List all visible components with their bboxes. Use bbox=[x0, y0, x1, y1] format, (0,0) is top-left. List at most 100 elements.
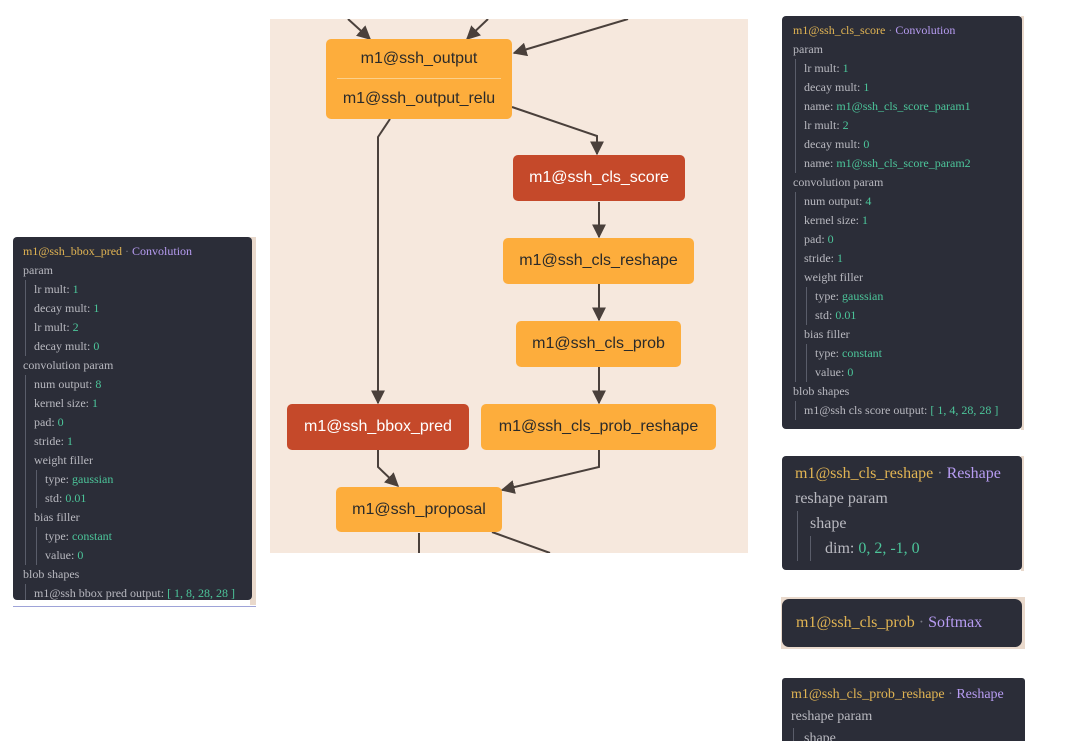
prop-label: type: bbox=[815, 346, 839, 360]
prop-value: m1@ssh_cls_score_param2 bbox=[836, 156, 971, 170]
node-ssh-cls-prob[interactable]: m1@ssh_cls_prob bbox=[516, 321, 681, 367]
layer-name: m1@ssh_cls_prob bbox=[796, 614, 915, 631]
panel-header: m1@ssh_cls_prob · Softmax bbox=[796, 610, 1022, 635]
panel-header: m1@ssh_cls_reshape · Reshape bbox=[795, 461, 1022, 486]
prop-lr-mult: lr mult: 2 bbox=[23, 318, 252, 337]
edge-in-3 bbox=[512, 19, 629, 57]
prop-value: 1 bbox=[93, 301, 100, 315]
prop-label: decay mult: bbox=[804, 80, 861, 94]
node-ssh-output-relu-label: m1@ssh_output_relu bbox=[342, 90, 496, 107]
node-ssh-output[interactable]: m1@ssh_output m1@ssh_output_relu bbox=[326, 39, 512, 119]
prop-label: name: bbox=[804, 156, 834, 170]
prop-label: lr mult: bbox=[804, 61, 840, 75]
prop-label: dim: bbox=[825, 540, 855, 557]
section-bias-filler: bias filler bbox=[34, 510, 80, 524]
prop-label: decay mult: bbox=[804, 137, 861, 151]
section-shape: shape bbox=[804, 731, 836, 741]
prop-type: type: constant bbox=[793, 344, 1022, 363]
prop-label: name: bbox=[804, 99, 834, 113]
prop-label: stride: bbox=[34, 434, 64, 448]
prop-lr-mult: lr mult: 1 bbox=[23, 280, 252, 299]
node-ssh-cls-score[interactable]: m1@ssh_cls_score bbox=[513, 155, 685, 201]
section-param: param bbox=[23, 263, 53, 277]
prop-value: 1 bbox=[842, 61, 849, 75]
prop-name: name: m1@ssh_cls_score_param1 bbox=[793, 97, 1022, 116]
prop-label: lr mult: bbox=[804, 118, 840, 132]
prop-label: num output: bbox=[804, 194, 863, 208]
prop-value: value: 0 bbox=[23, 546, 252, 565]
node-ssh-cls-prob-reshape-label: m1@ssh_cls_prob_reshape bbox=[498, 418, 699, 435]
prop-label: lr mult: bbox=[34, 282, 70, 296]
prop-value: 1 bbox=[863, 80, 870, 94]
layer-name: m1@ssh_cls_reshape bbox=[795, 465, 934, 482]
node-ssh-output-label: m1@ssh_output bbox=[360, 50, 478, 67]
prop-value: [ 1, 4, 28, 28 ] bbox=[930, 403, 999, 417]
prop-value: value: 0 bbox=[793, 363, 1022, 382]
edge-probreshape-to-proposal bbox=[500, 450, 600, 494]
prop-label: type: bbox=[45, 472, 69, 486]
prop-label: m1@ssh cls score output: bbox=[804, 403, 928, 417]
prop-value: 1 bbox=[91, 396, 98, 410]
edge-output-to-score bbox=[511, 106, 604, 156]
node-ssh-proposal[interactable]: m1@ssh_proposal bbox=[336, 487, 502, 532]
section-convolution-param: convolution param bbox=[23, 358, 114, 372]
separator: · bbox=[918, 614, 925, 631]
node-ssh-proposal-label: m1@ssh_proposal bbox=[352, 500, 486, 518]
separator: · bbox=[948, 687, 953, 702]
prop-kernel-size: kernel size: 1 bbox=[793, 211, 1022, 230]
prop-value: 2 bbox=[72, 320, 79, 334]
prop-value: 4 bbox=[865, 194, 872, 208]
section-convolution-param: convolution param bbox=[793, 175, 884, 189]
node-ssh-cls-reshape[interactable]: m1@ssh_cls_reshape bbox=[503, 238, 694, 284]
prop-value: 0 bbox=[57, 415, 64, 429]
prop-value: gaussian bbox=[72, 472, 114, 486]
prop-type: type: gaussian bbox=[23, 470, 252, 489]
node-ssh-bbox-pred-label: m1@ssh_bbox_pred bbox=[304, 418, 452, 435]
prop-value: 0.01 bbox=[835, 308, 857, 322]
prop-value: m1@ssh_cls_score_param1 bbox=[836, 99, 971, 113]
prop-num-output: num output: 8 bbox=[23, 375, 252, 394]
section-blob-shapes: blob shapes bbox=[793, 384, 850, 398]
prop-label: m1@ssh bbox pred output: bbox=[34, 586, 165, 600]
node-ssh-bbox-pred[interactable]: m1@ssh_bbox_pred bbox=[287, 404, 469, 450]
prop-value: 2 bbox=[842, 118, 849, 132]
layer-type: Convolution bbox=[132, 244, 193, 258]
node-ssh-cls-reshape-label: m1@ssh_cls_reshape bbox=[519, 252, 678, 269]
prop-label: value: bbox=[45, 548, 75, 562]
layer-name: m1@ssh_bbox_pred bbox=[23, 244, 123, 258]
prop-label: kernel size: bbox=[804, 213, 859, 227]
prop-label: lr mult: bbox=[34, 320, 70, 334]
prop-label: std: bbox=[45, 491, 63, 505]
prop-value: 1 bbox=[67, 434, 73, 448]
prop-label: type: bbox=[45, 529, 69, 543]
node-ssh-cls-score-label: m1@ssh_cls_score bbox=[529, 169, 669, 186]
edge-output-to-bbox bbox=[371, 118, 391, 405]
layer-type: Reshape bbox=[946, 465, 1001, 482]
prop-label: std: bbox=[815, 308, 833, 322]
prop-value: 0.01 bbox=[65, 491, 87, 505]
section-blob-shapes: blob shapes bbox=[23, 567, 80, 581]
prop-lr-mult: lr mult: 2 bbox=[793, 116, 1022, 135]
prop-label: decay mult: bbox=[34, 339, 91, 353]
prop-stride: stride: 1 bbox=[23, 432, 252, 451]
prop-value: 1 bbox=[837, 251, 843, 265]
edge-in-2 bbox=[465, 19, 489, 40]
prop-value: 1 bbox=[861, 213, 868, 227]
node-ssh-cls-prob-reshape[interactable]: m1@ssh_cls_prob_reshape bbox=[481, 404, 716, 450]
prop-value: 0, 2, -1, 0 bbox=[858, 540, 920, 557]
edge-bbox-to-proposal bbox=[377, 450, 400, 487]
prop-value: constant bbox=[842, 346, 882, 360]
layer-properties-cls-score: m1@ssh_cls_score · Convolution param lr … bbox=[782, 16, 1022, 429]
prop-value: constant bbox=[72, 529, 112, 543]
section-shape: shape bbox=[810, 515, 847, 532]
prop-label: num output: bbox=[34, 377, 93, 391]
edge-out-2 bbox=[491, 531, 551, 553]
prop-label: pad: bbox=[804, 232, 825, 246]
prop-value: 0 bbox=[847, 365, 854, 379]
prop-label: stride: bbox=[804, 251, 834, 265]
layer-type: Convolution bbox=[895, 23, 956, 37]
layer-properties-cls-reshape: m1@ssh_cls_reshape · Reshape reshape par… bbox=[782, 456, 1022, 570]
prop-decay-mult: decay mult: 1 bbox=[23, 299, 252, 318]
prop-std: std: 0.01 bbox=[23, 489, 252, 508]
prop-label: pad: bbox=[34, 415, 55, 429]
